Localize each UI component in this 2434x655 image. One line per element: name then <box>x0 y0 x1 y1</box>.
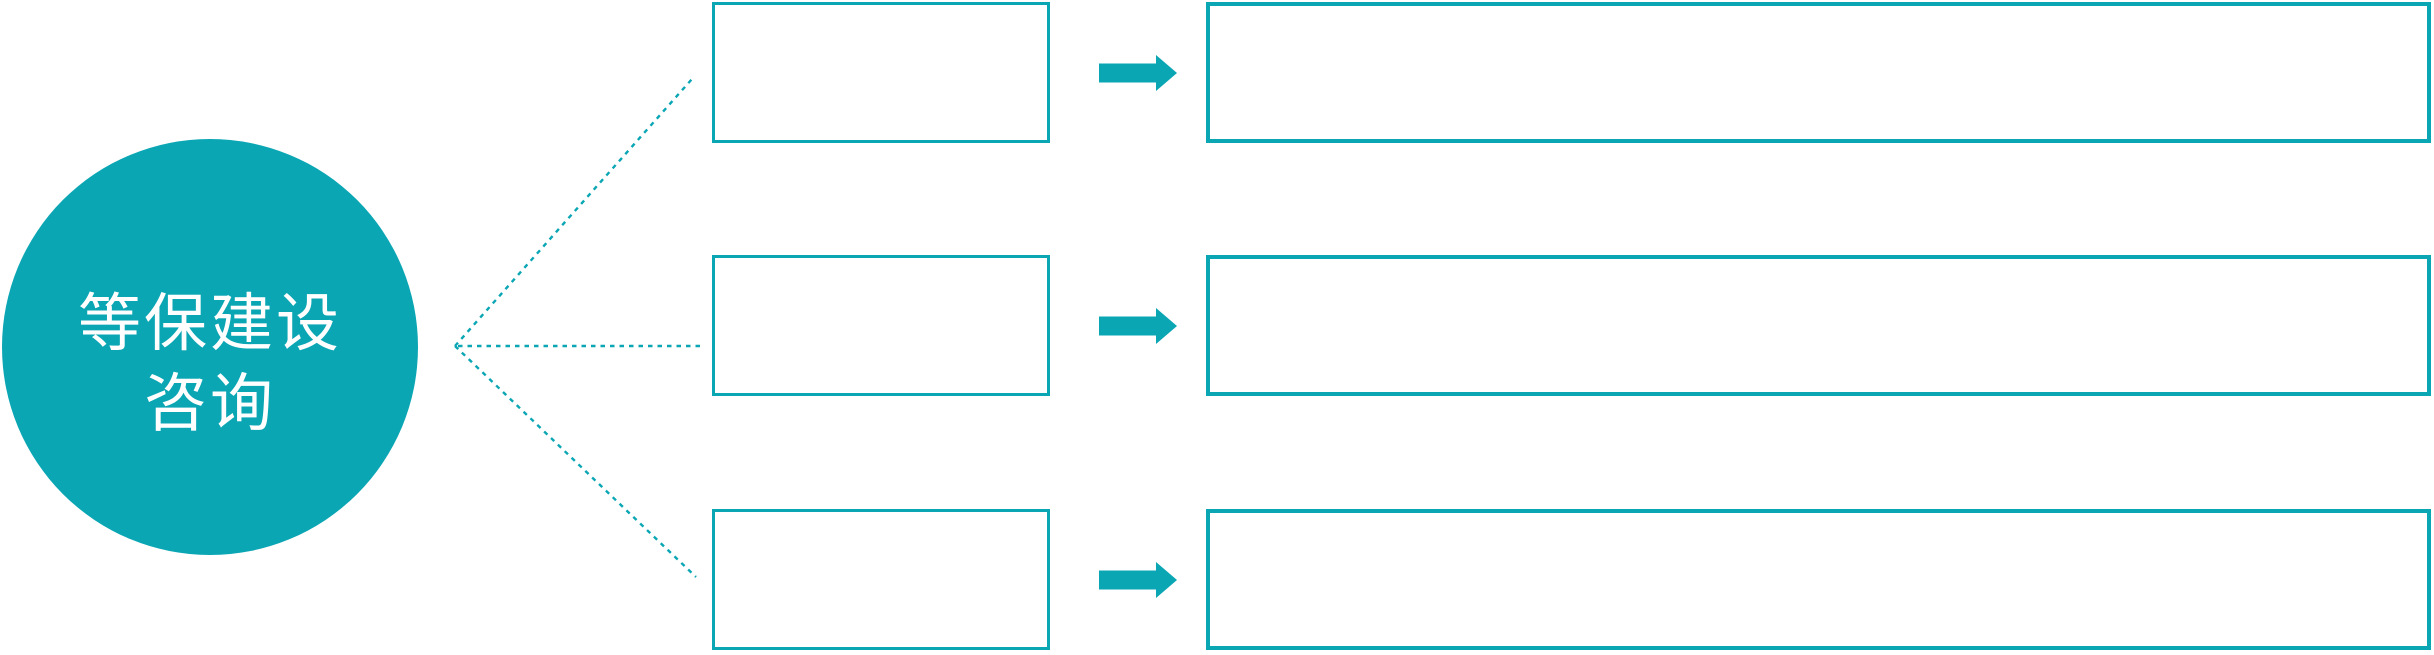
description-box <box>1206 255 2431 396</box>
description-box <box>1206 509 2431 650</box>
arrow-right-icon <box>1099 308 1177 344</box>
topic-circle: 等保建设 咨询 <box>2 139 418 555</box>
description-box <box>1206 2 2431 143</box>
category-box <box>712 509 1050 650</box>
category-box <box>712 255 1050 396</box>
topic-label: 等保建设 咨询 <box>78 284 342 444</box>
connector-line-bottom <box>454 345 697 578</box>
connector-line-top <box>454 78 693 347</box>
arrow-right-icon <box>1099 562 1177 598</box>
category-box <box>712 2 1050 143</box>
topic-label-line-1: 等保建设 <box>78 289 342 359</box>
topic-label-line-2: 咨询 <box>144 369 276 439</box>
arrow-right-icon <box>1099 55 1177 91</box>
